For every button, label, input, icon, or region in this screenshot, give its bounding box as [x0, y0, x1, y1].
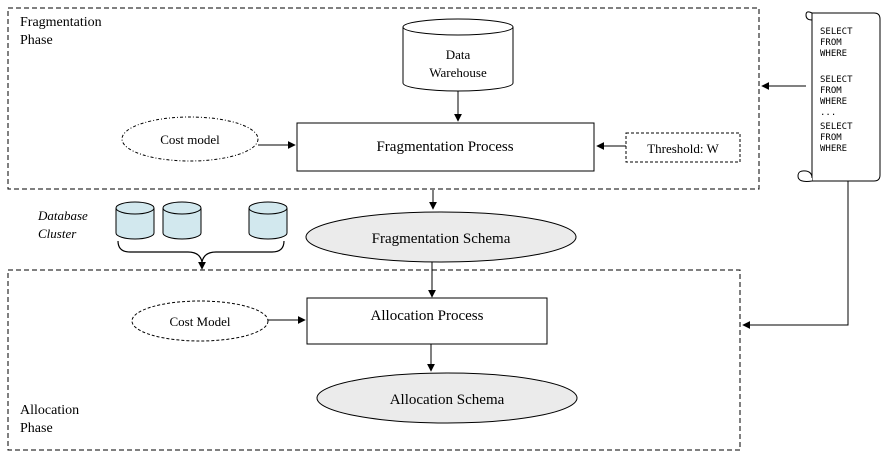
- cluster-node-2-icon: [162, 201, 202, 240]
- allocation-schema-ellipse: Allocation Schema: [316, 372, 578, 424]
- arrow-queries-to-allocation-phase: [742, 181, 849, 329]
- query-line: WHERE: [820, 97, 847, 107]
- allocation-process-box: Allocation Process: [306, 297, 548, 345]
- cluster-node-3-icon: [248, 201, 288, 240]
- frag-cost-model-ellipse: Cost model: [121, 116, 259, 162]
- data-warehouse-cylinder: Data Warehouse: [402, 18, 514, 92]
- data-warehouse-label-line1: Data: [446, 47, 471, 62]
- query-line: WHERE: [820, 49, 847, 59]
- database-cluster-label-line1: Database: [37, 208, 88, 223]
- query-line: SELECT: [820, 122, 853, 132]
- cluster-node-1-icon: [115, 201, 155, 240]
- fragmentation-phase-box: Fragmentation Phase: [7, 7, 760, 190]
- data-warehouse-label-line2: Warehouse: [429, 65, 487, 80]
- query-line: FROM: [820, 133, 842, 143]
- alloc-cost-model-label: Cost Model: [169, 314, 230, 329]
- fragmentation-process-box: Fragmentation Process: [296, 122, 595, 172]
- scroll-bottom-curl-icon: [797, 170, 813, 182]
- allocation-schema-label: Allocation Schema: [390, 392, 505, 408]
- threshold-box: Threshold: W: [625, 132, 741, 163]
- allocation-process-label: Allocation Process: [371, 308, 484, 324]
- scroll-top-curl-icon: [805, 11, 813, 21]
- query-scroll: SELECTFROMWHERESELECTFROMWHERE...SELECTF…: [797, 11, 881, 182]
- query-line: FROM: [820, 86, 842, 96]
- fragmentation-phase-label-line1: Fragmentation: [20, 15, 102, 30]
- query-line: SELECT: [820, 75, 853, 85]
- fragmentation-schema-ellipse: Fragmentation Schema: [305, 211, 577, 263]
- allocation-phase-box: Allocation Phase: [7, 269, 741, 451]
- allocation-phase-label-line1: Allocation: [20, 403, 79, 418]
- database-cluster: Database Cluster: [37, 201, 288, 270]
- query-line: WHERE: [820, 144, 847, 154]
- alloc-cost-model-ellipse: Cost Model: [131, 300, 269, 342]
- threshold-label: Threshold: W: [647, 141, 719, 156]
- query-line: ...: [820, 108, 836, 118]
- query-line: SELECT: [820, 27, 853, 37]
- frag-cost-model-label: Cost model: [160, 132, 220, 147]
- fragmentation-schema-label: Fragmentation Schema: [372, 231, 511, 247]
- query-line: FROM: [820, 38, 842, 48]
- cluster-brace: [117, 240, 285, 263]
- allocation-phase-label-line2: Phase: [20, 421, 53, 436]
- fragmentation-phase-label-line2: Phase: [20, 33, 53, 48]
- database-cluster-label-line2: Cluster: [38, 226, 77, 241]
- fragmentation-process-label: Fragmentation Process: [376, 139, 513, 155]
